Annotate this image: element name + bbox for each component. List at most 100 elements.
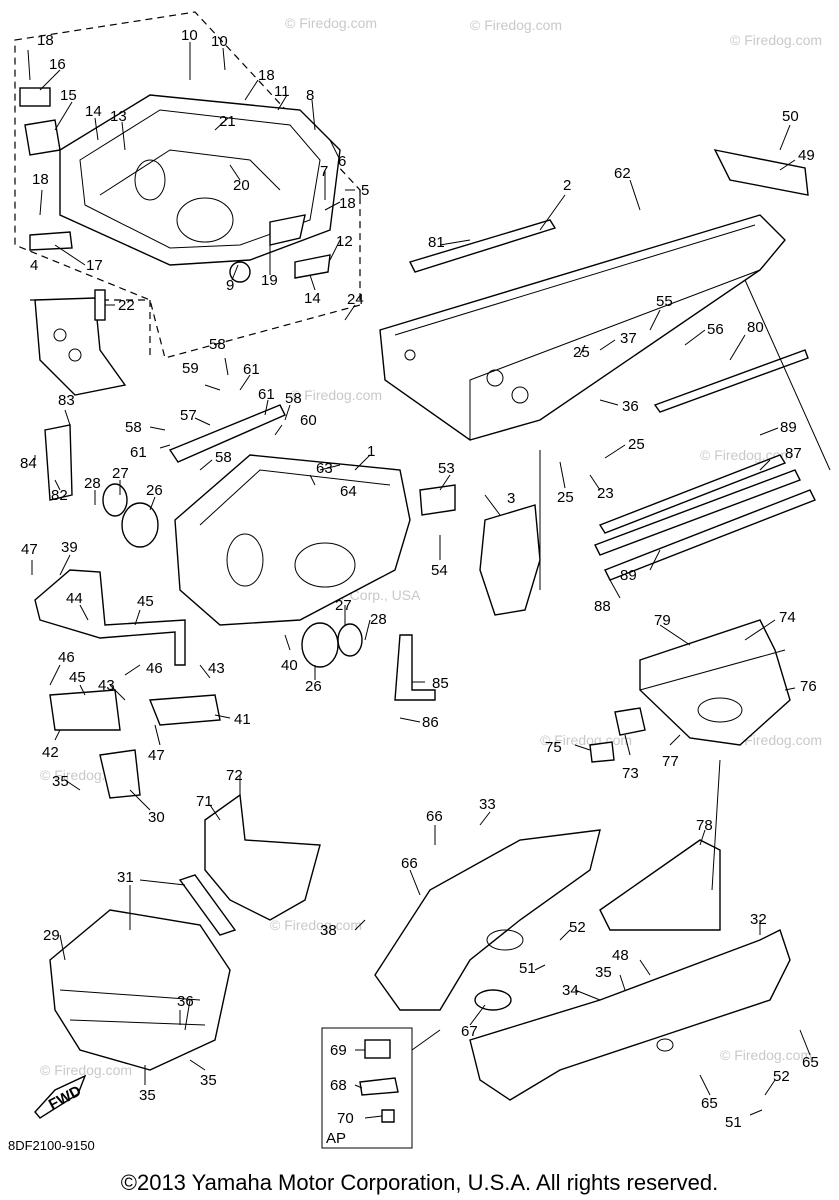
callout-number: 32 [750, 911, 767, 928]
callout-number: 18 [258, 67, 275, 84]
callout-number: 40 [281, 657, 298, 674]
callout-number: 16 [49, 56, 66, 73]
callout-number: 4 [30, 257, 38, 274]
callout-number: 25 [573, 344, 590, 361]
callout-number: 88 [594, 598, 611, 615]
callout-number: 14 [85, 103, 102, 120]
callout-number: 45 [69, 669, 86, 686]
callout-number: 18 [339, 195, 356, 212]
callout-number: 89 [780, 419, 797, 436]
callout-number: 28 [370, 611, 387, 628]
callout-number: 27 [112, 465, 129, 482]
callout-number: 80 [747, 319, 764, 336]
watermark-text: © Firedog.com [470, 17, 562, 33]
callout-number: 36 [177, 993, 194, 1010]
watermark-text: © Firedog.com [285, 15, 377, 31]
callout-number: 73 [622, 765, 639, 782]
callout-number: 76 [800, 678, 817, 695]
callout-number: 9 [226, 277, 234, 294]
callout-number: 78 [696, 817, 713, 834]
callout-number: 43 [208, 660, 225, 677]
callout-number: 87 [785, 445, 802, 462]
callout-number: 22 [118, 297, 135, 314]
leader-lines [27, 42, 831, 1119]
callout-number: 50 [782, 108, 799, 125]
callout-number: 61 [130, 444, 147, 461]
callout-number: 35 [139, 1087, 156, 1104]
callout-number: 48 [612, 947, 629, 964]
callout-number: 61 [258, 386, 275, 403]
callout-number: 35 [52, 773, 69, 790]
callout-number: 12 [336, 233, 353, 250]
copyright-footer: ©2013 Yamaha Motor Corporation, U.S.A. A… [120, 1170, 719, 1195]
callout-number: 14 [304, 290, 321, 307]
callout-number: 47 [21, 541, 38, 558]
callout-number: 26 [146, 482, 163, 499]
callout-number: 19 [261, 272, 278, 289]
callout-number: 6 [338, 153, 346, 170]
callout-number: 59 [182, 360, 199, 377]
callout-number: 25 [557, 489, 574, 506]
callout-number: 66 [401, 855, 418, 872]
callout-number: 86 [422, 714, 439, 731]
callout-number: 64 [340, 483, 357, 500]
callout-number: 68 [330, 1077, 347, 1094]
callout-number: 36 [622, 398, 639, 415]
callout-number: 74 [779, 609, 796, 626]
callout-number: 17 [86, 257, 103, 274]
callout-number: 1 [367, 443, 375, 460]
callout-number: 20 [233, 177, 250, 194]
callout-number: 46 [146, 660, 163, 677]
callout-number: 34 [562, 982, 579, 999]
callout-number: 52 [569, 919, 586, 936]
callout-number: 2 [563, 177, 571, 194]
callout-number: 30 [148, 809, 165, 826]
callout-number: 52 [773, 1068, 790, 1085]
watermark-text: © Firedog.com [270, 917, 362, 933]
callout-number: 15 [60, 87, 77, 104]
part-shapes [19, 87, 816, 1149]
callout-number: 3 [507, 490, 515, 507]
callout-layer: 18 16 15 14 13 10 10 18 11 8 6 7 5 18 12… [20, 27, 819, 1147]
watermark-text: © Firedog.com [290, 387, 382, 403]
callout-number: 10 [211, 33, 228, 50]
callout-number: 23 [597, 485, 614, 502]
watermark-text: © Firedog.com [730, 732, 822, 748]
callout-number: 83 [58, 392, 75, 409]
callout-number: 81 [428, 234, 445, 251]
callout-number: 5 [361, 182, 369, 199]
callout-number: 53 [438, 460, 455, 477]
watermark-text: © Firedog.com [720, 1047, 812, 1063]
callout-number: 72 [226, 767, 243, 784]
callout-number: 89 [620, 567, 637, 584]
callout-number: 37 [620, 330, 637, 347]
callout-number: 27 [335, 597, 352, 614]
callout-number: 54 [431, 562, 448, 579]
callout-number: 44 [66, 590, 83, 607]
callout-number: 33 [479, 796, 496, 813]
diagram-code: 8DF2100-9150 [8, 1138, 95, 1153]
callout-number: 39 [61, 539, 78, 556]
callout-number: 69 [330, 1042, 347, 1059]
callout-number: 41 [234, 711, 251, 728]
callout-number: 60 [300, 412, 317, 429]
callout-number: 47 [148, 747, 165, 764]
callout-number: 35 [595, 964, 612, 981]
callout-number: 55 [656, 293, 673, 310]
watermark-text: © Firedog.com [730, 32, 822, 48]
callout-number: 45 [137, 593, 154, 610]
callout-number: 8 [306, 87, 314, 104]
callout-number: 31 [117, 869, 134, 886]
callout-number: 43 [98, 677, 115, 694]
callout-number: 65 [802, 1054, 819, 1071]
callout-number: 42 [42, 744, 59, 761]
callout-number: 28 [84, 475, 101, 492]
callout-number: 51 [725, 1114, 742, 1131]
callout-number: 66 [426, 808, 443, 825]
callout-number: 77 [662, 753, 679, 770]
callout-number: 63 [316, 460, 333, 477]
callout-number: 70 [337, 1110, 354, 1127]
inset-label: AP [326, 1130, 346, 1147]
callout-number: 79 [654, 612, 671, 629]
